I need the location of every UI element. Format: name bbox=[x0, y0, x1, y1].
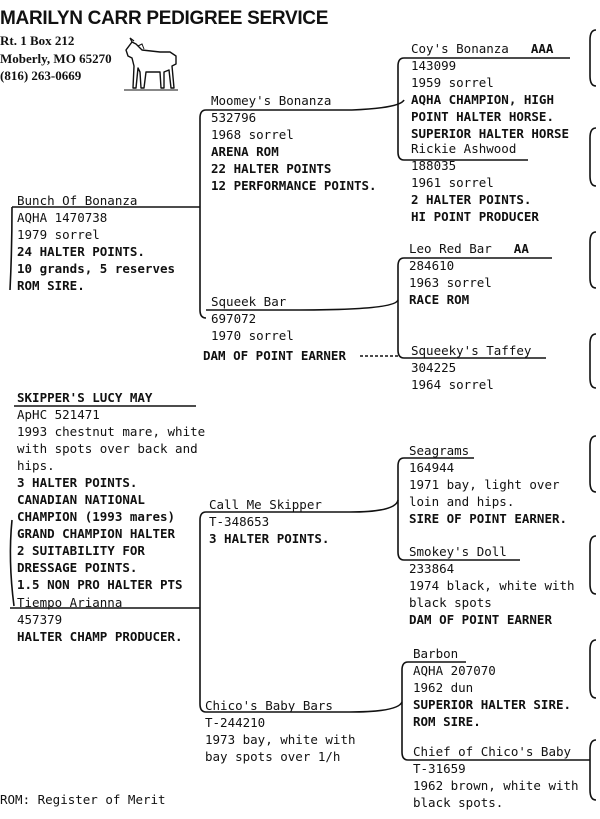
gen3-color: 1964 sorrel bbox=[411, 376, 531, 393]
subject-description: with spots over back and bbox=[17, 440, 205, 457]
dam-reg: 457379 bbox=[17, 611, 183, 628]
sire-sire-record: 12 PERFORMANCE POINTS. bbox=[211, 177, 377, 194]
gen3-record: RACE ROM bbox=[409, 291, 529, 308]
subject-name: SKIPPER'S LUCY MAY bbox=[17, 389, 205, 406]
gen3-description: 1974 black, white with bbox=[409, 577, 575, 594]
dam-name: Tiempo Arianna bbox=[17, 594, 183, 611]
sire-block: Bunch Of Bonanza AQHA 1470738 1979 sorre… bbox=[17, 192, 175, 294]
gen3-entry: Leo Red Bar AA 284610 1963 sorrel RACE RO… bbox=[409, 240, 529, 308]
sire-record: 24 HALTER POINTS. bbox=[17, 243, 175, 260]
gen3-entry: Chief of Chico's Baby T-31659 1962 brown… bbox=[413, 743, 579, 811]
dam-sire-record: 3 HALTER POINTS. bbox=[209, 530, 329, 547]
subject-record: DRESSAGE POINTS. bbox=[17, 559, 205, 576]
gen3-description: 1971 bay, light over bbox=[409, 476, 567, 493]
subject-record: CANADIAN NATIONAL bbox=[17, 491, 205, 508]
gen3-description: 1962 brown, white with bbox=[413, 777, 579, 794]
subject-record: 2 SUITABILITY FOR bbox=[17, 542, 205, 559]
gen3-reg: T-31659 bbox=[413, 760, 579, 777]
sire-sire-color: 1968 sorrel bbox=[211, 126, 377, 143]
dam-record: HALTER CHAMP PRODUCER. bbox=[17, 628, 183, 645]
sire-dam-block: Squeek Bar 697072 1970 sorrel bbox=[211, 293, 294, 344]
sire-sire-block: Moomey's Bonanza 532796 1968 sorrel AREN… bbox=[211, 92, 377, 194]
gen3-name: Seagrams bbox=[409, 442, 567, 459]
sire-record: 10 grands, 5 reserves bbox=[17, 260, 175, 277]
sire-dam-name: Squeek Bar bbox=[211, 293, 294, 310]
gen3-record: 2 HALTER POINTS. bbox=[411, 191, 539, 208]
gen3-entry: Rickie Ashwood 188035 1961 sorrel 2 HALT… bbox=[411, 140, 539, 225]
sire-dam-reg: 697072 bbox=[211, 310, 294, 327]
dam-dam-description: bay spots over 1/h bbox=[205, 748, 356, 765]
gen3-reg: 164944 bbox=[409, 459, 567, 476]
gen3-entry: Squeeky's Taffey 304225 1964 sorrel bbox=[411, 342, 531, 393]
subject-description: hips. bbox=[17, 457, 205, 474]
gen3-color: 1959 sorrel bbox=[411, 74, 569, 91]
gen3-reg: 304225 bbox=[411, 359, 531, 376]
sire-dam-color: 1970 sorrel bbox=[211, 327, 294, 344]
dam-dam-block: Chico's Baby Bars T-244210 1973 bay, whi… bbox=[205, 697, 356, 765]
gen3-name: Squeeky's Taffey bbox=[411, 342, 531, 359]
dam-dam-description: 1973 bay, white with bbox=[205, 731, 356, 748]
subject-block: SKIPPER'S LUCY MAY ApHC 521471 1993 ches… bbox=[17, 389, 205, 593]
footer-note: ROM: Register of Merit bbox=[0, 791, 166, 808]
gen3-color: 1961 sorrel bbox=[411, 174, 539, 191]
dam-sire-reg: T-348653 bbox=[209, 513, 329, 530]
sire-reg: AQHA 1470738 bbox=[17, 209, 175, 226]
phone-number: (816) 263-0669 bbox=[0, 68, 81, 84]
gen3-name: Leo Red Bar bbox=[409, 241, 492, 256]
gen3-record: AQHA CHAMPION, HIGH bbox=[411, 91, 569, 108]
gen3-description: black spots. bbox=[413, 794, 579, 811]
gen3-reg: AQHA 207070 bbox=[413, 662, 571, 679]
gen3-badge: AA bbox=[514, 241, 529, 256]
gen3-name: Smokey's Doll bbox=[409, 543, 575, 560]
gen3-record: HI POINT PRODUCER bbox=[411, 208, 539, 225]
gen3-name: Rickie Ashwood bbox=[411, 140, 539, 157]
gen3-name: Barbon bbox=[413, 645, 571, 662]
dam-dam-name: Chico's Baby Bars bbox=[205, 697, 356, 714]
dam-sire-block: Call Me Skipper T-348653 3 HALTER POINTS… bbox=[209, 496, 329, 547]
subject-reg: ApHC 521471 bbox=[17, 406, 205, 423]
sire-dam-record: DAM OF POINT EARNER bbox=[203, 347, 346, 364]
gen3-reg: 233864 bbox=[409, 560, 575, 577]
sire-name: Bunch Of Bonanza bbox=[17, 192, 175, 209]
gen3-description: loin and hips. bbox=[409, 493, 567, 510]
subject-record: CHAMPION (1993 mares) bbox=[17, 508, 205, 525]
company-title: MARILYN CARR PEDIGREE SERVICE bbox=[0, 8, 328, 30]
subject-record: 3 HALTER POINTS. bbox=[17, 474, 205, 491]
address-line-1: Rt. 1 Box 212 bbox=[0, 33, 74, 49]
gen3-reg: 188035 bbox=[411, 157, 539, 174]
sire-color: 1979 sorrel bbox=[17, 226, 175, 243]
gen3-color: 1962 dun bbox=[413, 679, 571, 696]
dam-block: Tiempo Arianna 457379 HALTER CHAMP PRODU… bbox=[17, 594, 183, 645]
subject-record: GRAND CHAMPION HALTER bbox=[17, 525, 205, 542]
gen3-entry: Smokey's Doll 233864 1974 black, white w… bbox=[409, 543, 575, 628]
sire-sire-record: 22 HALTER POINTS bbox=[211, 160, 377, 177]
address-line-2: Moberly, MO 65270 bbox=[0, 51, 112, 67]
dam-dam-reg: T-244210 bbox=[205, 714, 356, 731]
gen3-entry: Coy's Bonanza AAA 143099 1959 sorrel AQHA… bbox=[411, 40, 569, 142]
gen3-reg: 143099 bbox=[411, 57, 569, 74]
gen3-reg: 284610 bbox=[409, 257, 529, 274]
sire-sire-name: Moomey's Bonanza bbox=[211, 92, 377, 109]
subject-description: 1993 chestnut mare, white bbox=[17, 423, 205, 440]
dam-sire-name: Call Me Skipper bbox=[209, 496, 329, 513]
gen3-record: POINT HALTER HORSE. bbox=[411, 108, 569, 125]
sire-sire-reg: 532796 bbox=[211, 109, 377, 126]
gen3-record: ROM SIRE. bbox=[413, 713, 571, 730]
sire-record: ROM SIRE. bbox=[17, 277, 175, 294]
gen3-badge: AAA bbox=[531, 41, 554, 56]
gen3-record: SUPERIOR HALTER SIRE. bbox=[413, 696, 571, 713]
gen3-entry: Seagrams 164944 1971 bay, light over loi… bbox=[409, 442, 567, 527]
horse-logo-icon bbox=[120, 36, 182, 92]
gen3-entry: Barbon AQHA 207070 1962 dun SUPERIOR HAL… bbox=[413, 645, 571, 730]
gen3-record: DAM OF POINT EARNER bbox=[409, 611, 575, 628]
gen3-record: SIRE OF POINT EARNER. bbox=[409, 510, 567, 527]
gen3-name: Coy's Bonanza bbox=[411, 41, 509, 56]
sire-sire-record: ARENA ROM bbox=[211, 143, 377, 160]
gen3-name: Chief of Chico's Baby bbox=[413, 743, 579, 760]
gen3-color: 1963 sorrel bbox=[409, 274, 529, 291]
gen3-description: black spots bbox=[409, 594, 575, 611]
subject-record: 1.5 NON PRO HALTER PTS bbox=[17, 576, 205, 593]
